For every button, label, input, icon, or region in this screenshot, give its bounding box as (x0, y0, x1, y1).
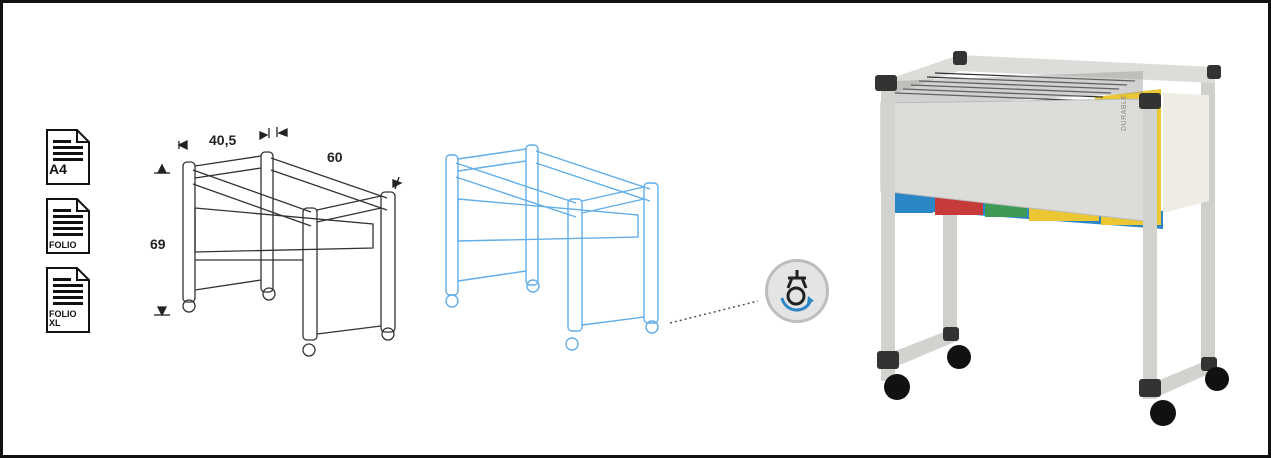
dimension-width: 40,5 (209, 132, 237, 148)
leader-line (669, 300, 759, 324)
trolley-outline-drawing (182, 151, 396, 357)
dimension-markers (154, 127, 403, 317)
swivel-castor-icon (780, 270, 814, 312)
format-folio-xl: FOLIO XL (45, 266, 91, 333)
brand-logo: DURABLE (1121, 94, 1128, 131)
format-label: FOLIO (49, 240, 77, 250)
dimension-depth: 60 (327, 149, 343, 165)
document-a4-icon (46, 129, 90, 185)
format-label: A4 (49, 161, 67, 177)
format-folio: FOLIO (45, 197, 91, 255)
format-a4: A4 (45, 128, 91, 186)
dimension-height: 69 (150, 236, 166, 252)
document-folio-xl-icon (46, 267, 90, 333)
document-folio-icon (46, 198, 90, 254)
format-label: FOLIO XL (49, 309, 77, 328)
castor-badge (765, 259, 829, 323)
trolley-blueprint-drawing (445, 144, 659, 351)
trolley-product-photo (875, 51, 1229, 426)
